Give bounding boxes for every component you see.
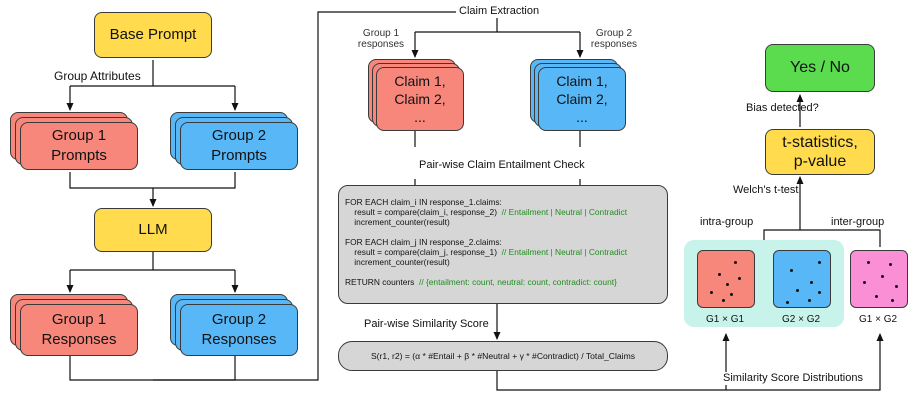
t-statistics-node: t-statistics, p-value bbox=[765, 129, 875, 175]
g1g1-matrix bbox=[697, 250, 755, 308]
dot bbox=[867, 261, 870, 264]
code-line bbox=[345, 227, 667, 237]
claim-line: Claim 1, bbox=[556, 73, 608, 89]
label-line: Group 1 bbox=[362, 28, 400, 39]
node-line: p-value bbox=[793, 153, 847, 170]
code-text: increment_counter(result) bbox=[345, 217, 450, 227]
code-text: FOR EACH claim_j IN response_2.claims: bbox=[345, 237, 502, 247]
claims1-node: Claim 1, Claim 2, ... bbox=[376, 67, 464, 131]
code-text: increment_counter(result) bbox=[345, 257, 450, 267]
welch-test-label: Welch's t-test bbox=[733, 184, 799, 196]
bias-detected-label: Bias detected? bbox=[746, 102, 819, 114]
code-line: FOR EACH claim_j IN response_2.claims: bbox=[345, 237, 667, 247]
node-line: Prompts bbox=[211, 147, 267, 164]
g1g2-label: G1 × G2 bbox=[859, 314, 898, 325]
dot bbox=[808, 299, 811, 302]
dot bbox=[875, 295, 878, 298]
similarity-score-label: Pair-wise Similarity Score bbox=[364, 318, 489, 330]
dot bbox=[818, 261, 821, 264]
dot bbox=[726, 283, 729, 286]
g2g2-matrix bbox=[773, 250, 831, 308]
dot bbox=[810, 281, 813, 284]
llm-node: LLM bbox=[94, 208, 212, 252]
yes-no-node: Yes / No bbox=[765, 44, 875, 92]
node-line: Prompts bbox=[51, 147, 107, 164]
node-line: Group 1 bbox=[51, 311, 107, 328]
code-line: result = compare(claim_j, response_1) //… bbox=[345, 247, 667, 257]
similarity-formula-box: S(r1, r2) = (α * #Entail + β * #Neutral … bbox=[338, 341, 668, 371]
entailment-check-label: Pair-wise Claim Entailment Check bbox=[417, 159, 587, 172]
dot bbox=[790, 269, 793, 272]
node-line: Responses bbox=[41, 331, 117, 348]
dot bbox=[895, 285, 898, 288]
node-line: t-statistics, bbox=[782, 134, 858, 151]
node-line: Group 1 bbox=[51, 127, 107, 144]
intra-group-label: intra-group bbox=[700, 216, 754, 228]
claim-extraction-label: Claim Extraction bbox=[456, 5, 543, 18]
group2-responses-node: Group 2 Responses bbox=[180, 304, 298, 356]
g1g1-label: G1 × G1 bbox=[706, 314, 745, 325]
code-text: RETURN counters bbox=[345, 277, 419, 287]
group1-prompts-node: Group 1 Prompts bbox=[20, 122, 138, 170]
label-line: responses bbox=[590, 39, 638, 50]
dot bbox=[718, 273, 721, 276]
dot bbox=[738, 277, 741, 280]
label-line: Group 2 bbox=[595, 28, 633, 39]
claim-line: Claim 2, bbox=[556, 91, 608, 107]
code-text: result = compare(claim_j, response_1) bbox=[345, 247, 502, 257]
dot bbox=[786, 301, 789, 304]
entailment-pseudocode-block: FOR EACH claim_i IN response_1.claims: r… bbox=[338, 185, 668, 304]
g1g2-matrix bbox=[850, 250, 908, 308]
dot bbox=[881, 275, 884, 278]
code-line: RETURN counters // {entailment: count, n… bbox=[345, 277, 667, 287]
dot bbox=[730, 293, 733, 296]
dot bbox=[863, 281, 866, 284]
code-line: increment_counter(result) bbox=[345, 217, 667, 227]
code-text: FOR EACH claim_i IN response_1.claims: bbox=[345, 197, 502, 207]
code-comment: // Entailment | Neutral | Contradict bbox=[501, 247, 628, 257]
inter-group-label: inter-group bbox=[831, 216, 885, 228]
code-line: increment_counter(result) bbox=[345, 257, 667, 267]
dot bbox=[796, 289, 799, 292]
claim-line: Claim 1, bbox=[394, 73, 446, 89]
node-line: Responses bbox=[201, 331, 277, 348]
code-line bbox=[345, 267, 667, 277]
code-line: result = compare(claim_i, response_2) //… bbox=[345, 207, 667, 217]
dot bbox=[818, 291, 821, 294]
claim-line: Claim 2, bbox=[394, 91, 446, 107]
group-attributes-label: Group Attributes bbox=[52, 69, 143, 83]
claims2-node: Claim 1, Claim 2, ... bbox=[538, 67, 626, 131]
code-text: result = compare(claim_i, response_2) bbox=[345, 207, 502, 217]
dot bbox=[891, 299, 894, 302]
distributions-label: Similarity Score Distributions bbox=[720, 372, 866, 385]
label-line: responses bbox=[357, 39, 405, 50]
claim-line: ... bbox=[414, 109, 426, 125]
code-line: FOR EACH claim_i IN response_1.claims: bbox=[345, 197, 667, 207]
group2-prompts-node: Group 2 Prompts bbox=[180, 122, 298, 170]
group1-responses-node: Group 1 Responses bbox=[20, 304, 138, 356]
group2-responses-label: Group 2 responses bbox=[588, 28, 640, 50]
base-prompt-node: Base Prompt bbox=[94, 12, 212, 58]
code-comment: // {entailment: count, neutral: count, c… bbox=[419, 277, 617, 287]
dot bbox=[734, 261, 737, 264]
dot bbox=[889, 263, 892, 266]
g2g2-label: G2 × G2 bbox=[782, 314, 821, 325]
node-line: Group 2 bbox=[211, 311, 267, 328]
claim-line: ... bbox=[576, 109, 588, 125]
group1-responses-label: Group 1 responses bbox=[355, 28, 407, 50]
dot bbox=[722, 299, 725, 302]
code-comment: // Entailment | Neutral | Contradict bbox=[501, 207, 628, 217]
dot bbox=[710, 291, 713, 294]
node-line: Group 2 bbox=[211, 127, 267, 144]
